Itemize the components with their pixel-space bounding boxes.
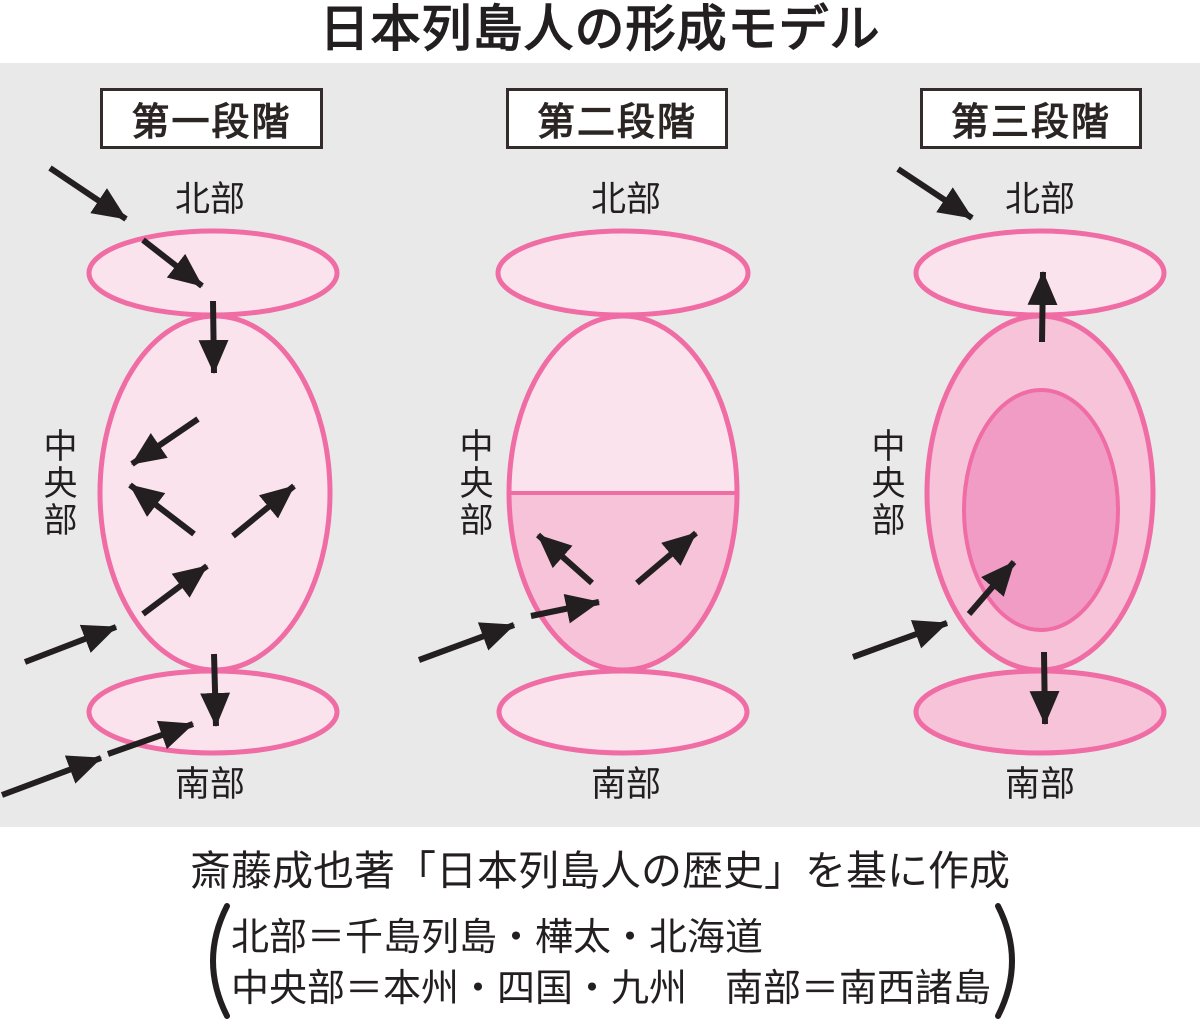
stage1-south-label: 南部 xyxy=(174,765,245,805)
caption-source-line: 斎藤成也著「日本列島人の歴史」を基に作成 xyxy=(190,847,1010,895)
stage1-north-label: 北部 xyxy=(174,180,245,220)
stage1-arrow-north-to-central xyxy=(198,300,229,374)
stage1-arrow-central-lower-upright xyxy=(141,563,209,617)
stage3-arrow-into-central-left xyxy=(851,620,949,660)
stage1-arrow-into-north-inner xyxy=(141,237,204,289)
stage3-arrow-into-north xyxy=(896,166,974,221)
stage3-label-box: 第三段階 xyxy=(920,88,1142,149)
stage1-label-box: 第一段階 xyxy=(100,88,323,149)
stage1-arrow-central-upleft xyxy=(128,482,196,537)
stage3-shapes xyxy=(851,166,1167,756)
stage2-arrow-upleft xyxy=(536,532,594,586)
stage2-label-box: 第二段階 xyxy=(506,88,728,149)
stage1-arrow-into-south-short xyxy=(107,720,194,757)
stage3-south-ellipse xyxy=(913,668,1167,756)
stage2-south-ellipse xyxy=(496,668,750,756)
stage1-arrow-into-south-long xyxy=(0,755,103,798)
stage2-label: 第二段階 xyxy=(536,100,697,144)
stage3-central-label: 中央部 xyxy=(865,428,905,539)
stage3-label: 第三段階 xyxy=(950,100,1111,144)
stage2-shapes xyxy=(417,228,751,756)
caption-legend-line1: 北部＝千島列島・樺太・北海道 xyxy=(231,915,764,959)
stage2-arrow-right xyxy=(530,593,600,624)
stage3-south-label: 南部 xyxy=(1004,765,1075,805)
stage2-arrow-into-central-left xyxy=(417,622,516,663)
stage1-shapes xyxy=(0,165,340,798)
stage2-central-lower-half xyxy=(509,493,737,670)
stage2-north-label: 北部 xyxy=(590,180,661,220)
caption-legend-line2: 中央部＝本州・四国・九州 南部＝南西諸島 xyxy=(231,966,992,1010)
stage1-arrow-central-to-south xyxy=(200,653,231,727)
stage2-north-ellipse xyxy=(495,228,751,318)
stage2-south-label: 南部 xyxy=(590,765,661,805)
stage3-arrow-central-to-north xyxy=(1027,271,1058,343)
stage1-arrow-into-north-outer xyxy=(48,165,128,222)
caption-left-paren xyxy=(210,903,230,1019)
stage3-north-label: 北部 xyxy=(1004,180,1075,220)
stage3-arrow-central-to-south xyxy=(1029,651,1060,725)
stage2-arrow-upright xyxy=(635,530,698,586)
page-title: 日本列島人の形成モデル xyxy=(319,0,881,58)
stage1-label: 第一段階 xyxy=(131,100,292,144)
stage2-central-label: 中央部 xyxy=(453,428,493,539)
stage3-arrow-into-inner xyxy=(966,560,1017,616)
stage1-arrow-central-downleft xyxy=(130,416,200,467)
caption-right-paren xyxy=(995,903,1015,1019)
stage1-arrow-into-central-left xyxy=(23,624,118,665)
stage1-central-label: 中央部 xyxy=(37,428,77,539)
stage1-arrow-central-upright xyxy=(231,483,296,539)
